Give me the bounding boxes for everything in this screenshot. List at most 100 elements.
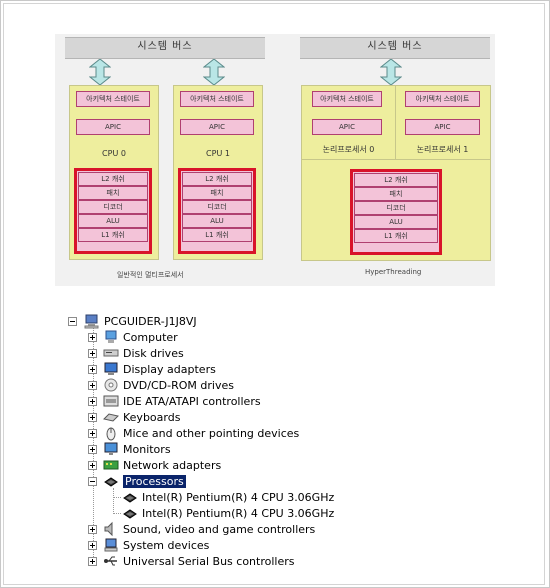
apic-box: APIC (312, 119, 382, 135)
l2-cache: L2 캐쉬 (182, 172, 252, 186)
bidirectional-arrow-icon (203, 59, 225, 85)
tree-item-label: Monitors (123, 442, 171, 456)
alu: ALU (182, 214, 252, 228)
logical-processor-label: 논리프로세서 0 (322, 145, 375, 154)
l1-cache: L1 캐쉬 (78, 228, 148, 242)
tree-item-label: IDE ATA/ATAPI controllers (123, 394, 261, 408)
bus-label: 시스템 버스 (367, 41, 423, 52)
expand-toggle[interactable] (88, 540, 97, 550)
tree-device-item[interactable]: Intel(R) Pentium(R) 4 CPU 3.06GHz (110, 489, 334, 505)
tree-item-label: Network adapters (123, 458, 222, 472)
tree-item-label: Display adapters (123, 362, 216, 376)
usb-icon (103, 553, 119, 569)
alu: ALU (78, 214, 148, 228)
expand-toggle[interactable] (88, 444, 97, 454)
system-devices-icon (103, 537, 119, 553)
computer-icon (84, 313, 100, 329)
divider (302, 159, 490, 160)
expand-toggle[interactable] (88, 460, 97, 470)
tree-category-item[interactable]: Sound, video and game controllers (88, 521, 315, 537)
architecture-state: 아키텍처 스테이트 (76, 91, 150, 107)
alu: ALU (354, 215, 438, 229)
tree-item-label: Universal Serial Bus controllers (123, 554, 295, 568)
sound-icon (103, 521, 119, 537)
display-adapter-icon (103, 361, 119, 377)
tree-category-item[interactable]: Mice and other pointing devices (88, 425, 299, 441)
tree-category-item[interactable]: Computer (88, 329, 178, 345)
tree-device-item[interactable]: Intel(R) Pentium(R) 4 CPU 3.06GHz (110, 505, 334, 521)
inner-frame (3, 3, 545, 585)
cpu-label: CPU 0 (102, 149, 126, 158)
divider (395, 86, 396, 159)
l2-cache: L2 캐쉬 (78, 172, 148, 186)
expand-toggle[interactable] (88, 412, 97, 422)
tree-category-item[interactable]: Keyboards (88, 409, 180, 425)
tree-category-item[interactable]: Universal Serial Bus controllers (88, 553, 294, 569)
tree-category-item[interactable]: System devices (88, 537, 209, 553)
tree-category-item[interactable]: Monitors (88, 441, 171, 457)
fetch-unit: 패치 (182, 186, 252, 200)
tree-category-item[interactable]: Display adapters (88, 361, 216, 377)
monitor-icon (103, 441, 119, 457)
tree-item-label: Mice and other pointing devices (123, 426, 300, 440)
expand-toggle[interactable] (88, 332, 97, 342)
tree-root[interactable]: PCGUIDER-J1J8VJ (68, 313, 197, 329)
fetch-unit: 패치 (78, 186, 148, 200)
cpu-1-block: 아키텍처 스테이트 APIC CPU 1 L2 캐쉬 패치 디코더 ALU L1… (173, 85, 263, 260)
tree-category-item[interactable]: Disk drives (88, 345, 184, 361)
processor-icon (122, 489, 138, 505)
l1-cache: L1 캐쉬 (354, 229, 438, 243)
hyperthreading-diagram: 시스템 버스 시스템 버스 아키텍처 스테이트 APIC CPU 0 L2 캐쉬… (55, 34, 495, 286)
expand-toggle[interactable] (88, 396, 97, 406)
tree-guide (113, 497, 121, 498)
collapse-toggle[interactable] (68, 316, 77, 326)
expand-toggle[interactable] (88, 556, 97, 566)
execution-units: L2 캐쉬 패치 디코더 ALU L1 캐쉬 (74, 168, 152, 254)
cpu-label: CPU 1 (206, 149, 230, 158)
caption-multiprocessor: 일반적인 멀티프로세서 (117, 271, 184, 279)
collapse-toggle[interactable] (88, 476, 97, 486)
expand-toggle[interactable] (88, 428, 97, 438)
keyboard-icon (103, 409, 119, 425)
tree-root-label: PCGUIDER-J1J8VJ (104, 314, 197, 328)
tree-item-label: Intel(R) Pentium(R) 4 CPU 3.06GHz (142, 490, 335, 504)
expand-toggle[interactable] (88, 348, 97, 358)
tree-item-label: Sound, video and game controllers (123, 522, 316, 536)
apic-box: APIC (76, 119, 150, 135)
processor-icon (122, 505, 138, 521)
decoder: 디코더 (78, 200, 148, 214)
expand-toggle[interactable] (88, 524, 97, 534)
tree-item-label: Processors (123, 474, 186, 488)
architecture-state: 아키텍처 스테이트 (405, 91, 480, 107)
architecture-state: 아키텍처 스테이트 (180, 91, 254, 107)
expand-toggle[interactable] (88, 364, 97, 374)
l1-cache: L1 캐쉬 (182, 228, 252, 242)
cpu-0-block: 아키텍처 스테이트 APIC CPU 0 L2 캐쉬 패치 디코더 ALU L1… (69, 85, 159, 260)
execution-units: L2 캐쉬 패치 디코더 ALU L1 캐쉬 (350, 169, 442, 255)
caption-hyperthreading: HyperThreading (365, 268, 422, 276)
expand-toggle[interactable] (88, 380, 97, 390)
tree-guide (113, 488, 114, 512)
tree-guide (113, 513, 121, 514)
processor-icon (103, 473, 119, 489)
tree-item-label: DVD/CD-ROM drives (123, 378, 234, 392)
tree-category-item[interactable]: DVD/CD-ROM drives (88, 377, 234, 393)
computer-icon (103, 329, 119, 345)
l2-cache: L2 캐쉬 (354, 173, 438, 187)
mouse-icon (103, 425, 119, 441)
tree-item-label: Intel(R) Pentium(R) 4 CPU 3.06GHz (142, 506, 335, 520)
hyperthreading-cpu-block: 아키텍처 스테이트 APIC 논리프로세서 0 아키텍처 스테이트 APIC 논… (301, 85, 491, 261)
tree-category-item[interactable]: Processors (88, 473, 186, 489)
system-bus-right: 시스템 버스 (300, 37, 490, 59)
apic-box: APIC (405, 119, 480, 135)
tree-item-label: System devices (123, 538, 210, 552)
bidirectional-arrow-icon (380, 59, 402, 85)
tree-category-item[interactable]: IDE ATA/ATAPI controllers (88, 393, 261, 409)
network-adapter-icon (103, 457, 119, 473)
logical-processor-label: 논리프로세서 1 (416, 145, 469, 154)
cdrom-icon (103, 377, 119, 393)
tree-category-item[interactable]: Network adapters (88, 457, 221, 473)
disk-drive-icon (103, 345, 119, 361)
decoder: 디코더 (182, 200, 252, 214)
